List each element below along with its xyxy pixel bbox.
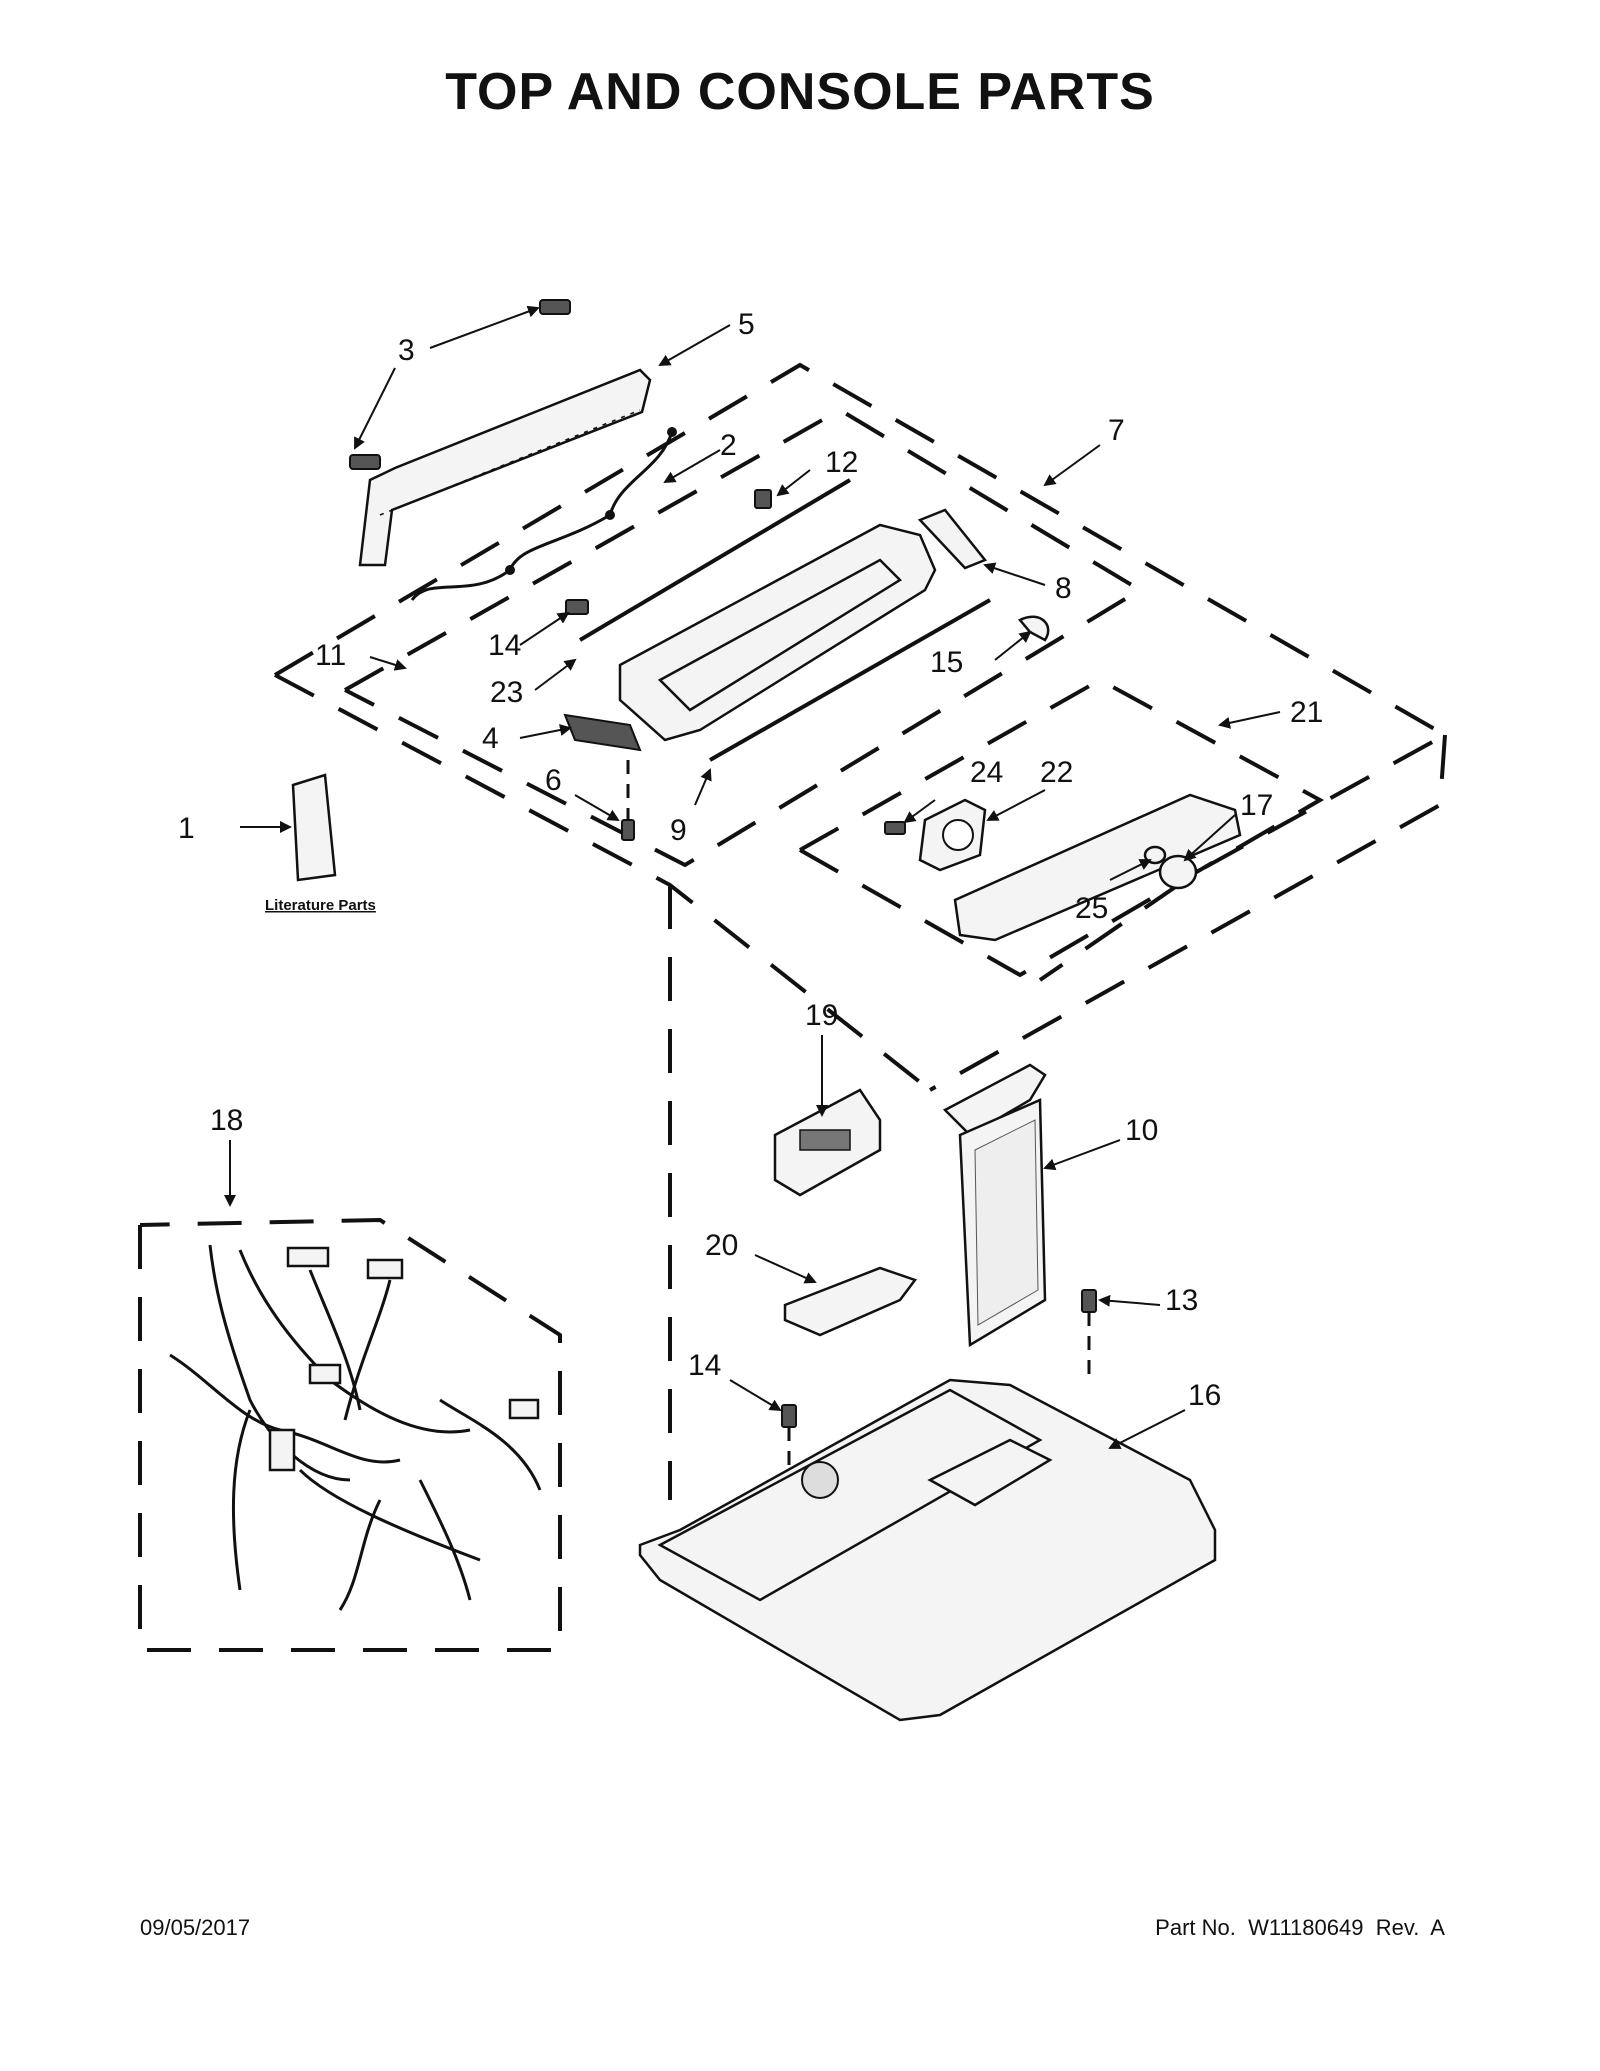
callout-14-upper: 14 [488, 629, 521, 662]
callout-12: 12 [825, 446, 858, 479]
top-panel [638, 1378, 1217, 1722]
leader-lines [224, 305, 1281, 1449]
rod-lower [709, 598, 991, 762]
screw-icon [621, 819, 635, 841]
callout-23: 23 [490, 676, 523, 709]
screw-icon [565, 599, 589, 615]
console-housing [618, 523, 937, 742]
wire-harness-small [410, 427, 677, 601]
ui-board [918, 798, 987, 872]
callout-13: 13 [1165, 1284, 1198, 1317]
knob-icon [1158, 854, 1198, 890]
callout-22: 22 [1040, 756, 1073, 789]
callout-3: 3 [398, 334, 415, 367]
callout-15: 15 [930, 646, 963, 679]
clip-icon [754, 489, 772, 509]
callout-8: 8 [1055, 572, 1072, 605]
control-board [773, 1088, 882, 1197]
literature-icon [291, 773, 337, 882]
callout-6: 6 [545, 764, 562, 797]
callout-9: 9 [670, 814, 687, 847]
literature-parts-label: Literature Parts [265, 897, 376, 914]
callout-18: 18 [210, 1104, 243, 1137]
screw-icon [349, 299, 571, 470]
page-title: TOP AND CONSOLE PARTS [445, 63, 1155, 121]
callout-24: 24 [970, 756, 1003, 789]
knob-post [1143, 845, 1167, 865]
callout-14-lower: 14 [688, 1349, 721, 1382]
callout-20: 20 [705, 1229, 738, 1262]
callout-19: 19 [805, 999, 838, 1032]
callout-7: 7 [1108, 414, 1125, 447]
duct-cover [783, 1266, 918, 1337]
callout-11: 11 [315, 639, 346, 672]
console-back-panel [358, 368, 652, 567]
screw-icon [1081, 1289, 1097, 1313]
top-assembly-outline [273, 362, 1450, 1500]
callout-4: 4 [482, 722, 499, 755]
callout-17: 17 [1240, 789, 1273, 822]
callout-10: 10 [1125, 1114, 1158, 1147]
screw-icon [781, 1404, 797, 1428]
lint-screen [942, 1063, 1047, 1348]
callout-16: 16 [1188, 1379, 1221, 1412]
footer-date: 09/05/2017 [140, 1915, 251, 1940]
callout-5: 5 [738, 308, 755, 341]
callout-1: 1 [178, 812, 195, 845]
callout-25: 25 [1075, 892, 1108, 925]
callout-2: 2 [720, 429, 737, 462]
callout-21: 21 [1290, 696, 1323, 729]
console-overlay [953, 793, 1242, 942]
footer-part-number: Part No. W11180649 Rev. A [1155, 1915, 1445, 1940]
console-bracket [917, 508, 988, 570]
main-wire-harness [138, 1217, 562, 1652]
rod-upper [578, 478, 852, 642]
callout-labels: 1 2 3 4 5 6 7 8 9 10 11 12 13 14 14 15 1… [178, 308, 1323, 1412]
hinge-icon [563, 713, 642, 752]
screw-icon [884, 821, 906, 835]
clamp-icon [1018, 615, 1050, 642]
